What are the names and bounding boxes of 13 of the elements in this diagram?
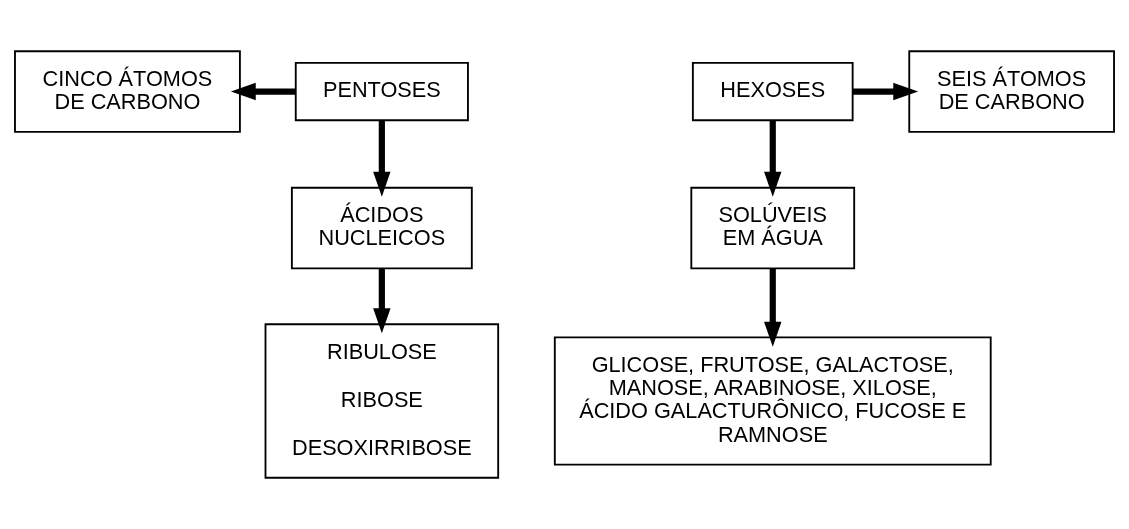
arrow — [230, 82, 296, 101]
arrow — [764, 268, 782, 347]
node-box: GLICOSE, FRUTOSE, GALACTOSE, MANOSE, ARABINOSE, XILOSE, ÁCIDO GALACTURÔNICO, FUCOSE E RAMNOSE — [553, 336, 992, 466]
node-box: ÁCIDOS NUCLEICOS — [290, 186, 473, 270]
node-box: SEIS ÁTOMOS DE CARBONO — [908, 50, 1115, 133]
arrow — [373, 268, 391, 334]
node-box: SOLÚVEIS EM ÁGUA — [690, 186, 856, 270]
node-box: RIBULOSE RIBOSE DESOXIRRIBOSE — [264, 323, 500, 479]
arrow — [764, 120, 782, 197]
node-box: CINCO ÁTOMOS DE CARBONO — [14, 50, 241, 133]
node-box: HEXOSES — [691, 61, 854, 122]
arrow — [373, 120, 391, 197]
node-box: PENTOSES — [294, 61, 469, 122]
